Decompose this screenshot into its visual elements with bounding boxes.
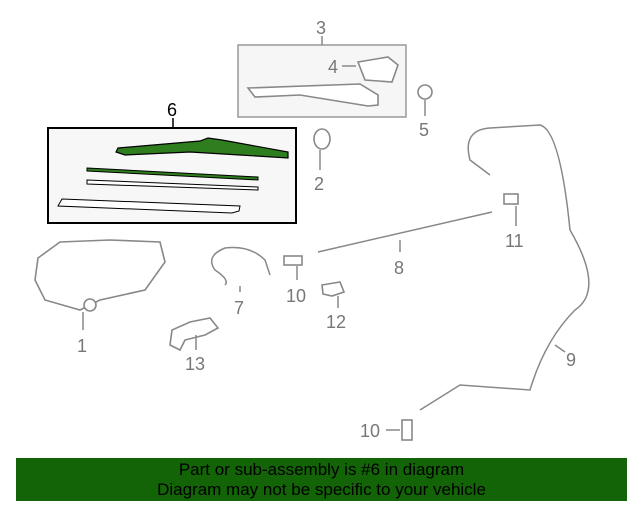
callout-11[interactable]: 11 bbox=[505, 231, 524, 251]
callout-10b[interactable]: 10 bbox=[360, 421, 380, 441]
callout-4[interactable]: 4 bbox=[328, 57, 338, 77]
connector-11[interactable] bbox=[503, 193, 519, 205]
callout-7[interactable]: 7 bbox=[234, 298, 244, 318]
callout-12[interactable]: 12 bbox=[326, 312, 346, 332]
banner-line-2: Diagram may not be specific to your vehi… bbox=[157, 480, 486, 499]
hose-7[interactable] bbox=[210, 246, 271, 286]
wiper-arm[interactable] bbox=[246, 83, 379, 107]
arm-cap[interactable] bbox=[356, 56, 399, 83]
callout-3[interactable]: 3 bbox=[316, 18, 326, 38]
connector-10b[interactable] bbox=[401, 419, 413, 441]
connector-10[interactable] bbox=[283, 255, 303, 266]
blade-strip[interactable] bbox=[86, 179, 259, 191]
hose-9[interactable] bbox=[419, 124, 590, 411]
callout-5[interactable]: 5 bbox=[419, 120, 429, 140]
elbow-12[interactable] bbox=[321, 281, 346, 297]
callout-8[interactable]: 8 bbox=[394, 258, 404, 278]
callout-10a[interactable]: 10 bbox=[286, 286, 306, 306]
blade-refill[interactable] bbox=[86, 167, 259, 181]
callout-1[interactable]: 1 bbox=[77, 336, 87, 356]
wiper-motor[interactable] bbox=[34, 239, 166, 311]
info-banner: Part or sub-assembly is #6 in diagram Di… bbox=[16, 458, 627, 501]
blade-insert[interactable] bbox=[57, 198, 241, 214]
nut[interactable] bbox=[417, 84, 433, 100]
grommet-13[interactable] bbox=[169, 317, 220, 352]
tube-8[interactable] bbox=[317, 211, 493, 253]
callout-6[interactable]: 6 bbox=[167, 100, 177, 120]
banner-line-1: Part or sub-assembly is #6 in diagram bbox=[178, 460, 465, 479]
wiper-blade[interactable] bbox=[115, 137, 289, 159]
callout-2[interactable]: 2 bbox=[314, 174, 324, 194]
callout-13[interactable]: 13 bbox=[185, 354, 205, 374]
cap-2[interactable] bbox=[313, 128, 331, 150]
callout-9[interactable]: 9 bbox=[566, 350, 576, 370]
